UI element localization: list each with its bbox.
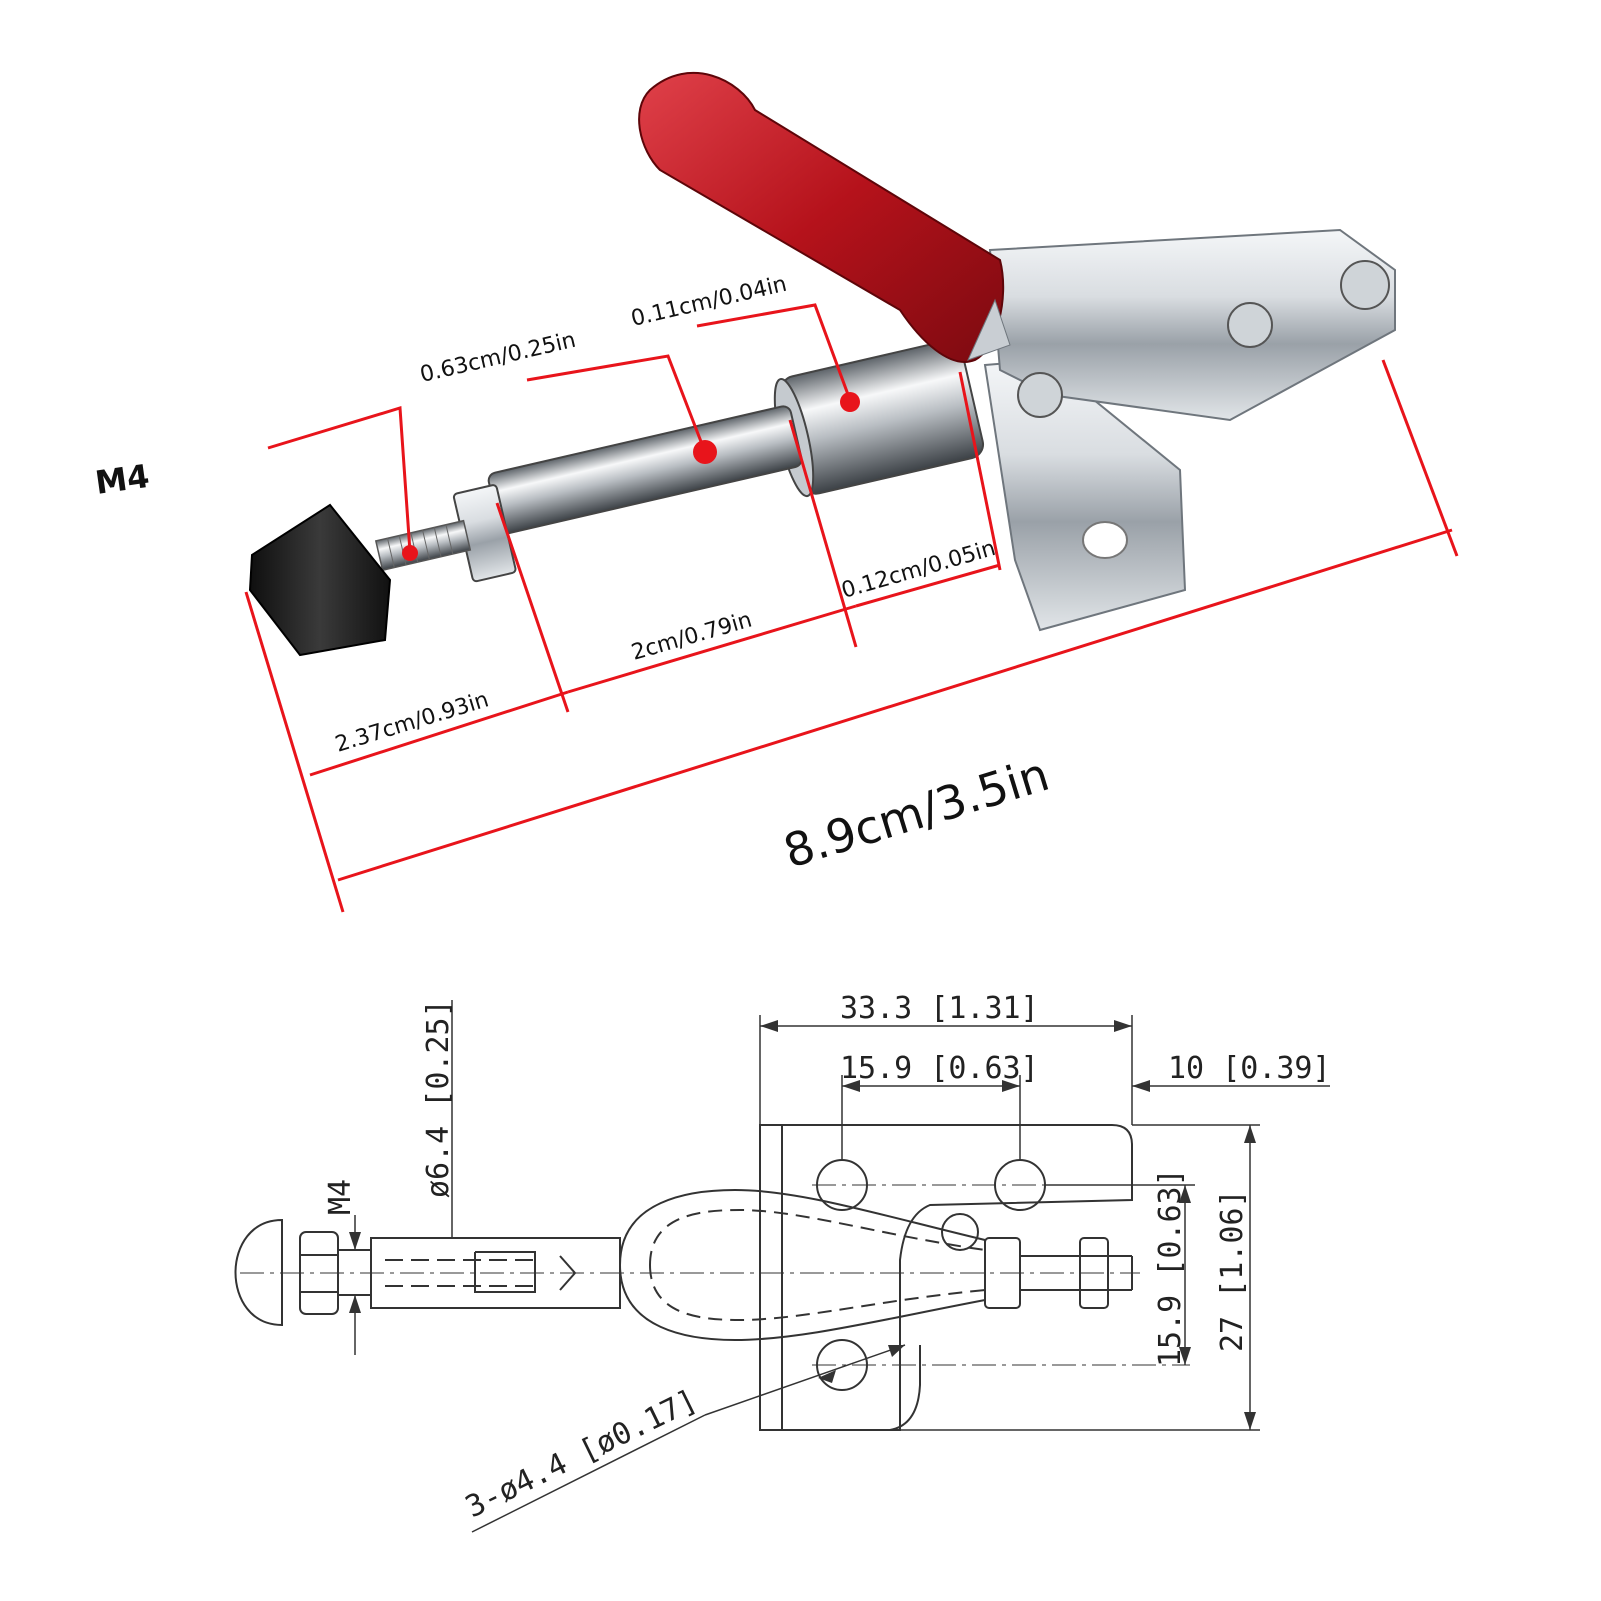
- end-offset-label: 10 [0.39]: [1168, 1051, 1331, 1086]
- mounting-holes-label: 3-ø4.4 [ø0.17]: [460, 1383, 703, 1525]
- center-lines: [240, 1184, 1190, 1366]
- drawing-arrowheads: [349, 1020, 1256, 1430]
- plunger-length-label: 2cm/0.79in: [629, 608, 755, 666]
- photo-dimension-lines: [244, 303, 1459, 913]
- photo-dimension-dots: [402, 392, 860, 561]
- base-plate: [759, 1124, 1133, 1431]
- red-handle: [638, 71, 1011, 363]
- mounting-holes: [816, 1159, 1046, 1391]
- plunger-rod: [487, 405, 803, 535]
- pivot-rivet-2: [1227, 302, 1273, 348]
- shaft-diameter-label: 0.63cm/0.25in: [418, 328, 579, 388]
- overall-width-label: 33.3 [1.31]: [840, 991, 1039, 1026]
- shaft-diameter-drawing-label: ø6.4 [0.25]: [421, 999, 456, 1198]
- collar-marker-dot: [840, 392, 860, 412]
- pivot-rivet-1: [1017, 372, 1063, 418]
- overall-length-label: 8.9cm/3.5in: [777, 747, 1055, 879]
- gap-label: 0.12cm/0.05in: [839, 536, 999, 604]
- shaft-marker-dot: [693, 440, 717, 464]
- technical-drawing: 33.3 [1.31] 15.9 [0.63] 10 [0.39] ø6.4 […: [234, 991, 1331, 1533]
- hole-spacing-vertical-label: 15.9 [0.63]: [1153, 1168, 1188, 1367]
- tip-length-label: 2.37cm/0.93in: [332, 687, 491, 757]
- base-bracket: [983, 358, 1187, 632]
- m4-marker-dot: [402, 545, 418, 561]
- pivot-rivet-3: [1340, 260, 1390, 310]
- product-photo: M4 0.63cm/0.25in 0.11cm/0.04in 0.12cm/0.…: [93, 71, 1459, 913]
- rubber-tip: [248, 503, 392, 657]
- plunger-sleeve: [773, 339, 985, 498]
- hole-spacing-horizontal-label: 15.9 [0.63]: [840, 1051, 1039, 1086]
- overall-height-label: 27 [1.06]: [1215, 1189, 1250, 1352]
- threaded-stud: [374, 519, 472, 572]
- handle-outline: [618, 1188, 986, 1342]
- m4-label: M4: [93, 457, 152, 502]
- linkage-pins: [941, 1213, 1133, 1309]
- thread-label: M4: [323, 1179, 358, 1215]
- linkage-body: [988, 228, 1396, 422]
